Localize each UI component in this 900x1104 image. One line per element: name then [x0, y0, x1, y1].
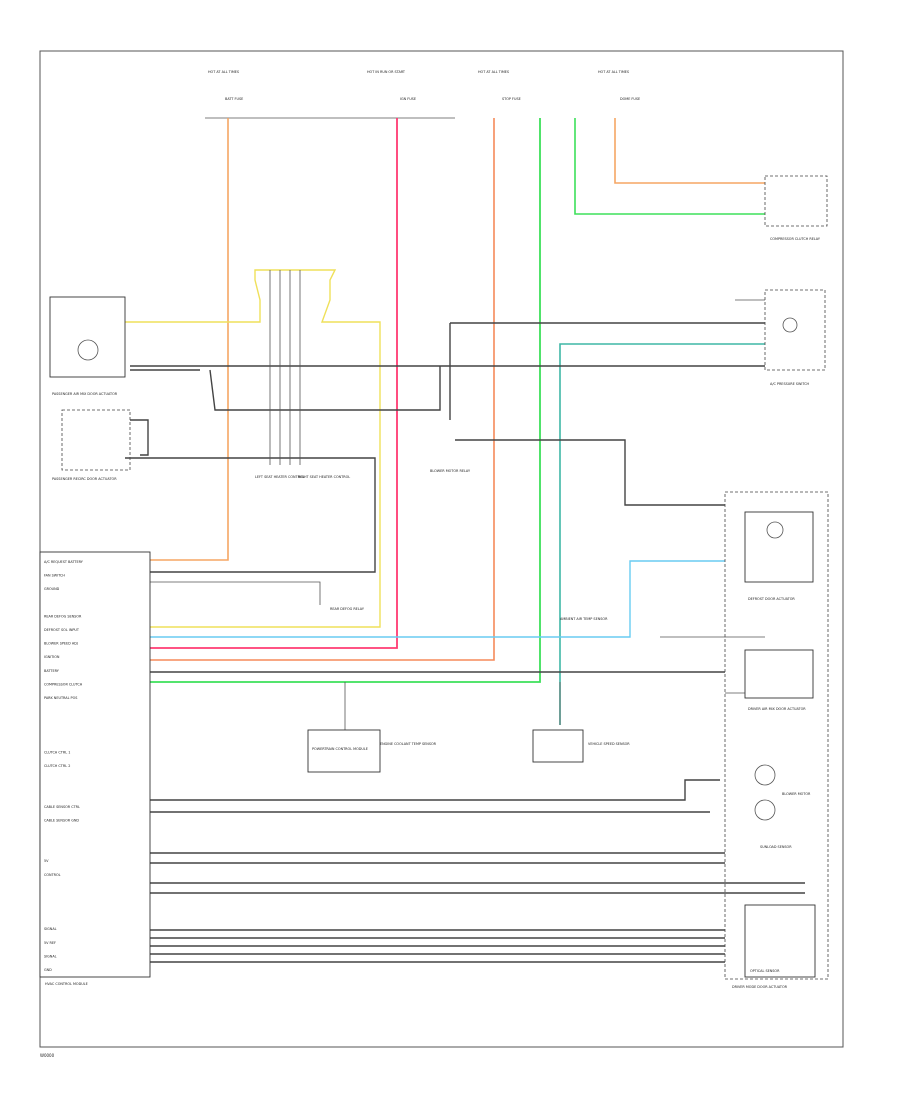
- fuse-2-sub: IGN FUSE: [400, 97, 416, 101]
- fuse-1-label: HOT AT ALL TIMES: [208, 70, 239, 74]
- svg-text:VEHICLE SPEED SENSOR: VEHICLE SPEED SENSOR: [588, 742, 630, 746]
- fuse-block-3: HOT AT ALL TIMES STOP FUSE: [478, 70, 521, 101]
- engine-temp-label: ENGINE COOLANT TEMP SENSOR: [380, 742, 437, 746]
- blower-motor: BLOWER MOTOR: [754, 764, 811, 821]
- svg-text:BLOWER MOTOR: BLOWER MOTOR: [782, 792, 811, 796]
- wire-pink: [150, 118, 398, 649]
- svg-text:COMPRESSOR CLUTCH RELAY: COMPRESSOR CLUTCH RELAY: [770, 237, 821, 241]
- fuse-4-sub: DOME FUSE: [620, 97, 640, 101]
- svg-text:OPTICAL SENSOR: OPTICAL SENSOR: [750, 969, 780, 973]
- fuse-3-sub: STOP FUSE: [502, 97, 521, 101]
- wire-cyan: [150, 560, 725, 638]
- svg-text:HVAC CONTROL MODULE: HVAC CONTROL MODULE: [45, 982, 88, 986]
- svg-text:PASSENGER RECIRC DOOR ACTUATOR: PASSENGER RECIRC DOOR ACTUATOR: [52, 477, 117, 481]
- svg-text:A/C PRESSURE SWITCH: A/C PRESSURE SWITCH: [770, 382, 810, 386]
- recirc-door-actuator: PASSENGER RECIRC DOOR ACTUATOR: [52, 409, 131, 481]
- wire-orange-relay: [614, 118, 765, 184]
- hvac-pin-label: BLOWER SPEED ADJ: [44, 642, 78, 646]
- black-wires: [125, 270, 805, 963]
- blower-relay-label: BLOWER MOTOR RELAY: [430, 469, 471, 473]
- rear-defog-label: REAR DEFOG RELAY: [330, 607, 365, 611]
- hvac-pin-label: REAR DEFOG SENSOR: [44, 614, 82, 618]
- mode-door-label: DRIVER MODE DOOR ACTUATOR: [732, 985, 788, 989]
- powertrain-control-module: POWERTRAIN CONTROL MODULE: [307, 729, 381, 773]
- svg-text:PASSENGER AIR MIX DOOR ACTUATO: PASSENGER AIR MIX DOOR ACTUATOR: [52, 392, 118, 396]
- wire-orange: [150, 118, 229, 561]
- defrost-door-actuator: DEFROST DOOR ACTUATOR: [724, 491, 829, 980]
- svg-text:SUNLOAD SENSOR: SUNLOAD SENSOR: [760, 845, 792, 849]
- wire-green-relay: [574, 118, 765, 215]
- hvac-pin-label: BATTERY: [44, 669, 60, 673]
- ambient-sensor-label: AMBIENT AIR TEMP SENSOR: [560, 617, 608, 621]
- hvac-pin-label: 5V: [44, 859, 49, 863]
- svg-text:DEFROST DOOR ACTUATOR: DEFROST DOOR ACTUATOR: [748, 597, 795, 601]
- vehicle-speed-sensor: VEHICLE SPEED SENSOR: [532, 729, 630, 763]
- sunload-sensor: SUNLOAD SENSOR: [760, 845, 792, 849]
- hvac-pin-label: SIGNAL: [44, 954, 57, 958]
- fuse-1-sub: BATT FUSE: [225, 97, 243, 101]
- hvac-pin-label: CABLE SENSOR GND: [44, 818, 79, 822]
- hvac-pin-label: DEFROST SOL INPUT: [44, 628, 80, 632]
- compressor-relay: COMPRESSOR CLUTCH RELAY: [764, 175, 828, 241]
- wire-teal: [559, 343, 765, 725]
- fuse-4-label: HOT AT ALL TIMES: [598, 70, 629, 74]
- right-seat-heater-label: RIGHT SEAT HEATER CONTROL: [298, 475, 350, 479]
- ac-pressure-switch: A/C PRESSURE SWITCH: [764, 289, 826, 386]
- hvac-pin-label: IGNITION: [44, 655, 60, 659]
- hvac-pin-label: COMPRESSOR CLUTCH: [44, 682, 83, 686]
- wire-salmon: [150, 118, 495, 661]
- hvac-pin-labels: A/C REQUEST BATTERY FAN SWITCH GROUND REAR …: [44, 560, 84, 972]
- hvac-pin-label: A/C REQUEST BATTERY: [44, 560, 84, 564]
- diagram-frame: [39, 50, 844, 1048]
- hvac-pin-label: CONTROL: [44, 873, 61, 877]
- driver-air-mix-door: DRIVER AIR MIX DOOR ACTUATOR: [744, 649, 814, 711]
- hvac-pin-label: GND: [44, 968, 52, 972]
- hvac-control-module: HVAC CONTROL MODULE: [39, 551, 151, 986]
- diagram-code: W0000: [40, 1053, 55, 1058]
- wire-green: [150, 118, 541, 683]
- optical-sensor: OPTICAL SENSOR: [744, 904, 816, 978]
- svg-text:POWERTRAIN CONTROL MODULE: POWERTRAIN CONTROL MODULE: [312, 747, 368, 751]
- fuse-2-label: HOT IN RUN OR START: [367, 70, 406, 74]
- hvac-pin-label: CLUTCH CTRL 2: [44, 764, 70, 768]
- hvac-pin-label: PARK NEUTRAL POS: [44, 696, 77, 700]
- hvac-pin-label: SIGNAL: [44, 927, 57, 931]
- fuse-block-4: HOT AT ALL TIMES DOME FUSE: [598, 70, 640, 101]
- left-seat-heater-label: LEFT SEAT HEATER CONTROL: [255, 475, 305, 479]
- wire-yellow: [118, 269, 381, 628]
- hvac-pin-label: CLUTCH CTRL 1: [44, 750, 70, 754]
- fuse-block-1: HOT AT ALL TIMES BATT FUSE: [205, 70, 262, 119]
- air-mix-door-actuator: PASSENGER AIR MIX DOOR ACTUATOR: [49, 296, 126, 396]
- hvac-pin-label: GROUND: [44, 587, 60, 591]
- hvac-pin-label: FAN SWITCH: [44, 574, 65, 578]
- fuse-block-2: HOT IN RUN OR START IGN FUSE: [262, 70, 455, 119]
- svg-text:DRIVER AIR MIX DOOR ACTUATOR: DRIVER AIR MIX DOOR ACTUATOR: [748, 707, 806, 711]
- hvac-pin-label: 5V REF: [44, 941, 56, 945]
- hvac-pin-label: CABLE SENSOR CTRL: [44, 805, 80, 809]
- fuse-3-label: HOT AT ALL TIMES: [478, 70, 509, 74]
